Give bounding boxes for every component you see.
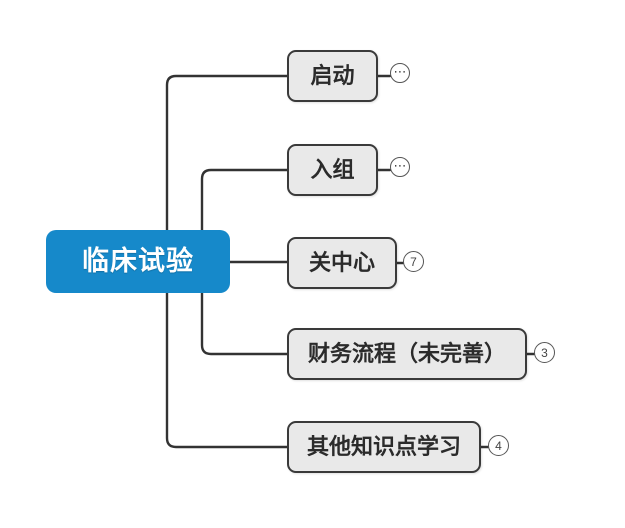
mindmap-branch-label-guanzhongxin: 关中心 <box>308 250 375 275</box>
count-badge-guanzhongxin[interactable]: 7 <box>403 251 424 272</box>
count-badge-qitazhishidian-text: 4 <box>495 438 502 453</box>
mindmap-branch-node-guanzhongxin[interactable]: 关中心 <box>287 237 397 289</box>
mindmap-branch-label-qidong: 启动 <box>310 63 355 88</box>
mindmap-root-node[interactable]: 临床试验 <box>46 230 230 293</box>
collapse-badge-ruzu[interactable]: ⋯ <box>390 157 410 177</box>
count-badge-caiwuliucheng[interactable]: 3 <box>534 342 555 363</box>
mindmap-branch-node-qitazhishidian[interactable]: 其他知识点学习 <box>287 421 481 473</box>
collapse-badge-ruzu-text: ⋯ <box>393 157 407 173</box>
count-badge-caiwuliucheng-text: 3 <box>541 345 548 360</box>
mindmap-branch-label-ruzu: 入组 <box>310 157 355 182</box>
mindmap-branch-node-qidong[interactable]: 启动 <box>287 50 378 102</box>
collapse-badge-qidong-text: ⋯ <box>393 63 407 79</box>
mindmap-branch-label-qitazhishidian: 其他知识点学习 <box>306 434 461 459</box>
mindmap-branch-node-caiwuliucheng[interactable]: 财务流程（未完善） <box>287 328 527 380</box>
count-badge-guanzhongxin-text: 7 <box>410 254 417 269</box>
mindmap-root-label: 临床试验 <box>82 246 194 276</box>
collapse-badge-qidong[interactable]: ⋯ <box>390 63 410 83</box>
mindmap-branch-label-caiwuliucheng: 财务流程（未完善） <box>307 341 506 366</box>
count-badge-qitazhishidian[interactable]: 4 <box>488 435 509 456</box>
mindmap-branch-node-ruzu[interactable]: 入组 <box>287 144 378 196</box>
